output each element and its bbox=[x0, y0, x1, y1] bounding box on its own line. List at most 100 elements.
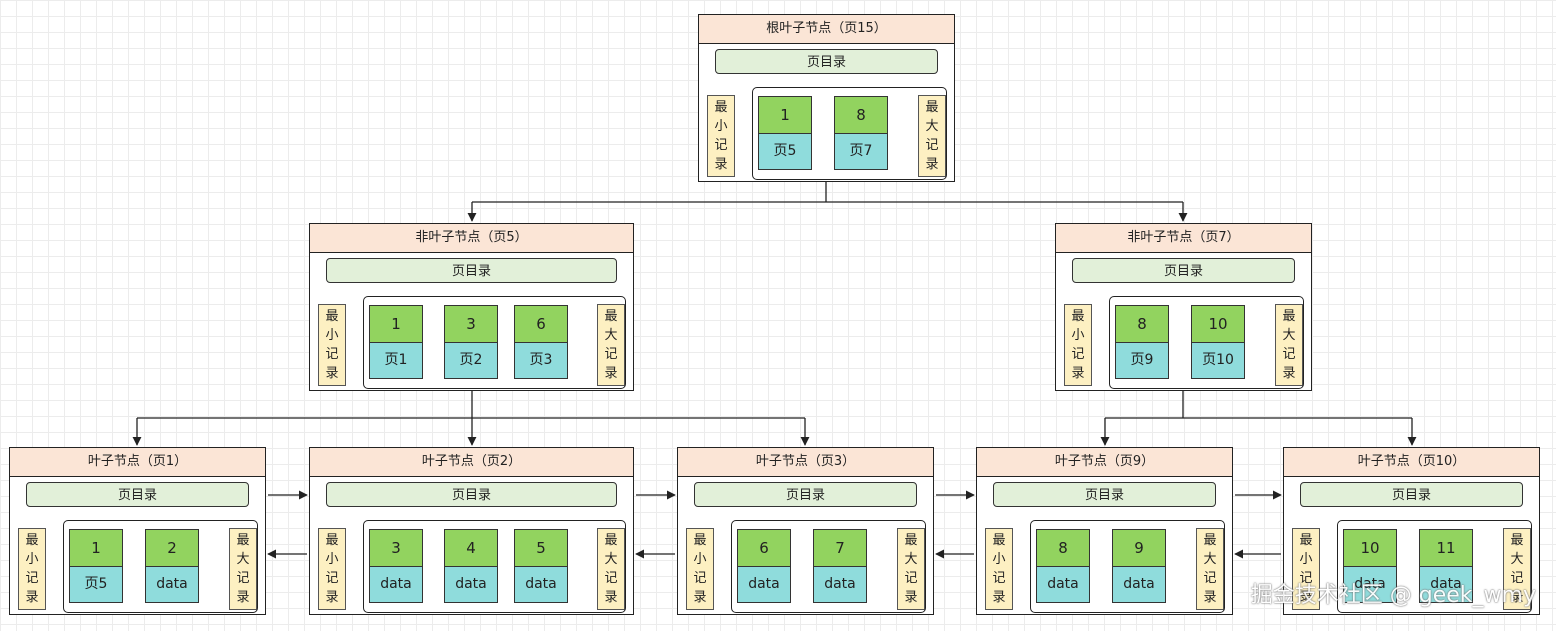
max-record-char: 最 bbox=[904, 533, 918, 548]
max-record-char: 记 bbox=[904, 571, 918, 586]
page-directory: 页目录 bbox=[326, 482, 617, 507]
max-record-char: 录 bbox=[925, 157, 939, 172]
min-record-char: 记 bbox=[25, 571, 39, 586]
record-key: 1 bbox=[759, 97, 811, 134]
min-record-char: 最 bbox=[1071, 309, 1085, 324]
max-record-char: 记 bbox=[925, 138, 939, 153]
max-record-char: 录 bbox=[1282, 366, 1296, 381]
record-value: 页1 bbox=[370, 343, 422, 378]
record-value: data bbox=[1113, 567, 1165, 602]
record-key: 6 bbox=[738, 530, 790, 567]
min-record-char: 最 bbox=[25, 533, 39, 548]
record-key: 3 bbox=[445, 306, 497, 343]
node-title: 根叶子节点（页15） bbox=[699, 15, 954, 44]
min-record: 最小记录 bbox=[707, 95, 735, 177]
node-title: 叶子节点（页3） bbox=[678, 448, 933, 477]
min-record-char: 小 bbox=[25, 552, 39, 567]
max-record: 最大记录 bbox=[1503, 528, 1531, 610]
page-directory: 页目录 bbox=[993, 482, 1216, 507]
min-record-char: 记 bbox=[992, 571, 1006, 586]
record-key: 7 bbox=[814, 530, 866, 567]
record-key: 10 bbox=[1344, 530, 1396, 567]
max-record: 最大记录 bbox=[1196, 528, 1224, 610]
min-record-char: 最 bbox=[992, 533, 1006, 548]
page-directory: 页目录 bbox=[326, 258, 617, 283]
record-key: 6 bbox=[515, 306, 567, 343]
min-record-char: 记 bbox=[1299, 571, 1313, 586]
min-record: 最小记录 bbox=[686, 528, 714, 610]
max-record-char: 大 bbox=[604, 328, 618, 343]
record-value: 页2 bbox=[445, 343, 497, 378]
record-key: 3 bbox=[370, 530, 422, 567]
record-value: 页7 bbox=[835, 134, 887, 169]
min-record-char: 记 bbox=[325, 571, 339, 586]
max-record-char: 记 bbox=[1203, 571, 1217, 586]
min-record-char: 最 bbox=[714, 100, 728, 115]
max-record-char: 大 bbox=[236, 552, 250, 567]
node-title: 叶子节点（页10） bbox=[1284, 448, 1539, 477]
watermark: 掘金技术社区 @ geek_wmy bbox=[1250, 583, 1536, 608]
min-record-char: 录 bbox=[1071, 366, 1085, 381]
record-key: 2 bbox=[146, 530, 198, 567]
record-key: 8 bbox=[1116, 306, 1168, 343]
max-record-char: 录 bbox=[904, 590, 918, 605]
min-record: 最小记录 bbox=[18, 528, 46, 610]
min-record-char: 记 bbox=[714, 138, 728, 153]
max-record-char: 记 bbox=[604, 571, 618, 586]
page-directory: 页目录 bbox=[1072, 258, 1295, 283]
record-value: 页9 bbox=[1116, 343, 1168, 378]
record-value: 页10 bbox=[1192, 343, 1244, 378]
record-value: data bbox=[445, 567, 497, 602]
min-record-char: 小 bbox=[714, 119, 728, 134]
page-directory: 页目录 bbox=[1300, 482, 1523, 507]
min-record-char: 记 bbox=[325, 347, 339, 362]
max-record-char: 最 bbox=[1282, 309, 1296, 324]
record-key: 8 bbox=[1037, 530, 1089, 567]
min-record-char: 录 bbox=[25, 590, 39, 605]
max-record-char: 录 bbox=[1510, 590, 1524, 605]
page-directory: 页目录 bbox=[694, 482, 917, 507]
max-record-char: 最 bbox=[925, 100, 939, 115]
min-record-char: 小 bbox=[693, 552, 707, 567]
max-record-char: 大 bbox=[604, 552, 618, 567]
max-record-char: 大 bbox=[1510, 552, 1524, 567]
page-directory: 页目录 bbox=[715, 49, 938, 74]
min-record-char: 记 bbox=[1071, 347, 1085, 362]
record-key: 1 bbox=[370, 306, 422, 343]
min-record: 最小记录 bbox=[1292, 528, 1320, 610]
max-record: 最大记录 bbox=[597, 528, 625, 610]
max-record: 最大记录 bbox=[1275, 304, 1303, 386]
max-record: 最大记录 bbox=[918, 95, 946, 177]
max-record-char: 大 bbox=[1282, 328, 1296, 343]
min-record-char: 录 bbox=[325, 366, 339, 381]
record-value: data bbox=[1420, 567, 1472, 602]
min-record-char: 小 bbox=[992, 552, 1006, 567]
record-value: data bbox=[738, 567, 790, 602]
max-record-char: 最 bbox=[604, 309, 618, 324]
min-record-char: 记 bbox=[693, 571, 707, 586]
max-record-char: 录 bbox=[604, 590, 618, 605]
min-record: 最小记录 bbox=[318, 304, 346, 386]
max-record-char: 大 bbox=[925, 119, 939, 134]
